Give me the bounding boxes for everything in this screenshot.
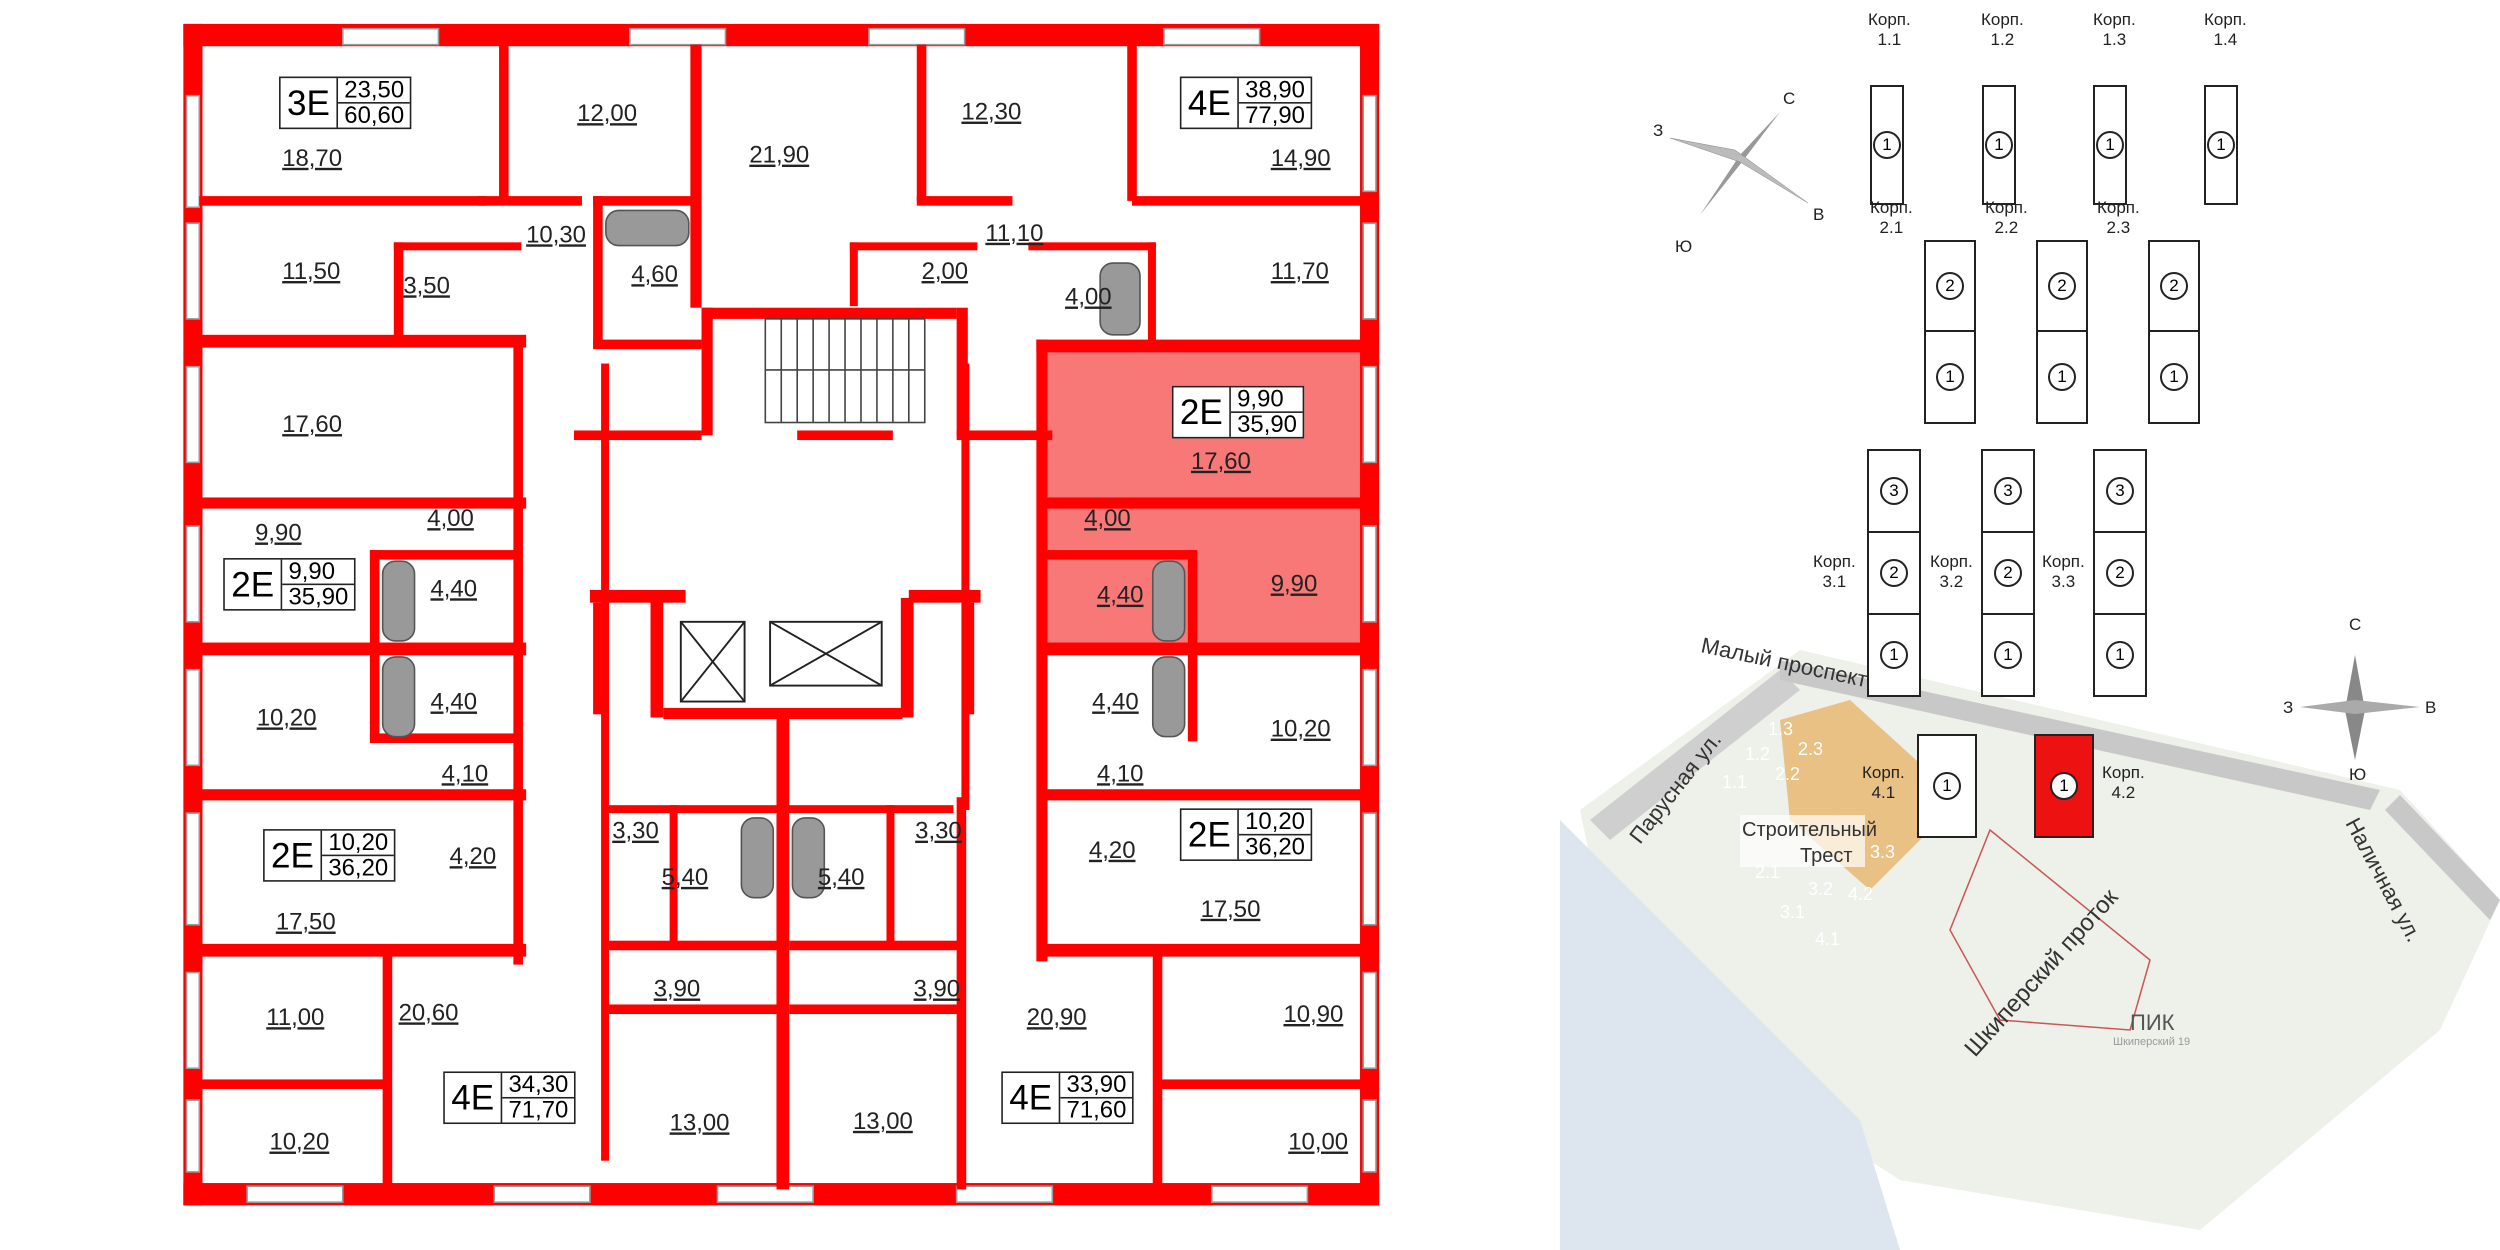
- room-area: 10,30: [526, 221, 586, 248]
- room-area: 12,30: [961, 99, 1021, 126]
- room-area: 11,50: [282, 258, 340, 285]
- room-area: 14,90: [1271, 145, 1331, 172]
- korpus-label: Корп.3.1: [1813, 552, 1856, 591]
- room-area: 20,90: [1027, 1004, 1087, 1031]
- korpus-label: Корп.3.3: [2042, 552, 2085, 591]
- room-area: 10,20: [269, 1129, 329, 1156]
- room-area: 4,00: [1065, 284, 1112, 311]
- room-area: 10,20: [257, 704, 317, 731]
- room-area: 4,40: [1092, 689, 1139, 716]
- room-labels: 18,70 12,00 21,90 12,30 14,90 11,50 3,50…: [255, 99, 1348, 1156]
- room-area: 10,20: [1271, 716, 1331, 743]
- room-area: 3,50: [403, 272, 450, 299]
- korpus-label: Корп.1.3: [2093, 10, 2136, 49]
- walls: [183, 23, 1380, 1206]
- room-area: 11,00: [266, 1004, 324, 1031]
- room-area: 4,40: [430, 575, 477, 602]
- room-area: 2,00: [922, 258, 969, 285]
- room-area: 17,50: [1201, 896, 1261, 923]
- korpus-1-3[interactable]: 1: [2093, 85, 2127, 205]
- korpus-label: Корп.4.2: [2102, 763, 2145, 802]
- korpus-4-1[interactable]: 1: [1917, 734, 1977, 838]
- room-area: 4,00: [1084, 505, 1131, 532]
- room-area: 11,10: [985, 220, 1043, 247]
- room-area: 13,00: [853, 1108, 913, 1135]
- elevator-shafts: [679, 620, 883, 703]
- room-area: 17,60: [1191, 448, 1251, 475]
- korpus-label: Корп.2.2: [1985, 198, 2028, 237]
- room-area: 17,50: [276, 909, 336, 936]
- room-area: 21,90: [749, 142, 809, 169]
- korpus-label: Корп.1.2: [1981, 10, 2024, 49]
- korpus-1-4[interactable]: 1: [2204, 85, 2238, 205]
- room-area: 4,20: [450, 843, 497, 870]
- room-area: 13,00: [670, 1109, 730, 1136]
- room-area: 11,70: [1271, 258, 1329, 285]
- room-area: 10,90: [1283, 1001, 1343, 1028]
- room-area: 10,00: [1288, 1129, 1348, 1156]
- korpus-4-2-selected[interactable]: 1: [2034, 734, 2094, 838]
- room-area: 4,60: [631, 261, 678, 288]
- korpus-1-1[interactable]: 1: [1870, 85, 1904, 205]
- room-area: 5,40: [818, 864, 865, 891]
- room-area: 18,70: [282, 145, 342, 172]
- room-area: 4,40: [1097, 582, 1144, 609]
- room-area: 3,30: [612, 818, 659, 845]
- korpus-label: Корп.2.3: [2097, 198, 2140, 237]
- korpus-label: Корп.3.2: [1930, 552, 1973, 591]
- room-area: 4,10: [1097, 760, 1144, 787]
- korpus-1-2[interactable]: 1: [1982, 85, 2016, 205]
- room-area: 20,60: [399, 999, 459, 1026]
- room-area: 9,90: [1271, 571, 1318, 598]
- room-area: 3,90: [914, 976, 961, 1003]
- room-area: 17,60: [282, 411, 342, 438]
- room-area: 3,90: [654, 976, 701, 1003]
- room-area: 5,40: [662, 864, 709, 891]
- korpus-label: Корп.1.4: [2204, 10, 2247, 49]
- room-area: 9,90: [255, 520, 302, 547]
- korpus-label: Корп.2.1: [1870, 198, 1913, 237]
- korpus-label: Корп.1.1: [1868, 10, 1911, 49]
- room-area: 12,00: [577, 100, 637, 127]
- room-area: 4,20: [1089, 837, 1136, 864]
- bathtubs: [381, 209, 1186, 899]
- staircase: [764, 318, 926, 424]
- room-area: 3,30: [915, 818, 962, 845]
- room-area: 4,10: [442, 760, 489, 787]
- korpus-label: Корп.4.1: [1862, 763, 1905, 802]
- room-area: 4,40: [430, 689, 477, 716]
- room-area: 4,00: [427, 505, 474, 532]
